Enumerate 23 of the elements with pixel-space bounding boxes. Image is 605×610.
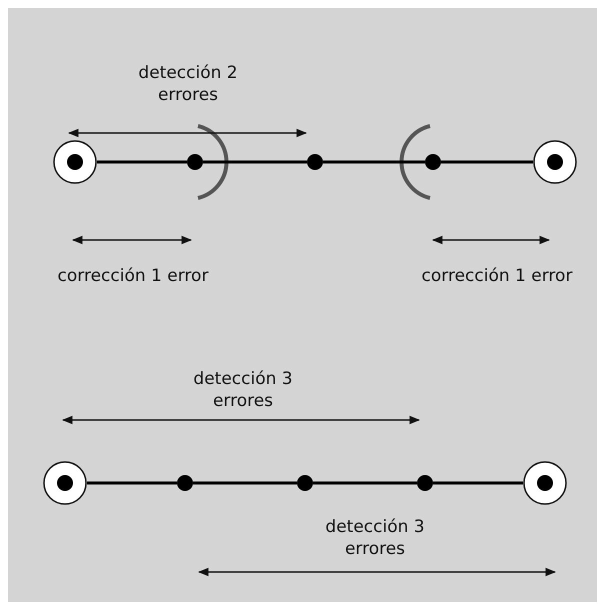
- codeword-circle: [43, 461, 87, 505]
- connector-line: [203, 160, 307, 164]
- dimension-label: detección 3 errores: [192, 368, 294, 412]
- point-dot: [417, 475, 433, 491]
- connector-line: [193, 482, 297, 484]
- point-dot: [297, 475, 313, 491]
- codeword-circle: [533, 140, 577, 184]
- point-dot: [425, 154, 441, 170]
- connector-line: [441, 160, 533, 164]
- codeword-circle: [523, 461, 567, 505]
- connector-line: [433, 482, 523, 484]
- point-dot: [187, 154, 203, 170]
- codeword-circle: [53, 140, 97, 184]
- connector-line: [313, 482, 417, 484]
- dimension-label: corrección 1 error: [56, 265, 210, 287]
- dimension-label: detección 3 errores: [324, 516, 426, 560]
- dimension-label: detección 2 errores: [137, 62, 239, 106]
- connector-line: [323, 160, 425, 164]
- point-dot: [307, 154, 323, 170]
- connector-line: [97, 160, 187, 164]
- point-dot: [177, 475, 193, 491]
- connector-line: [87, 482, 177, 484]
- dimension-label: corrección 1 error: [420, 265, 574, 287]
